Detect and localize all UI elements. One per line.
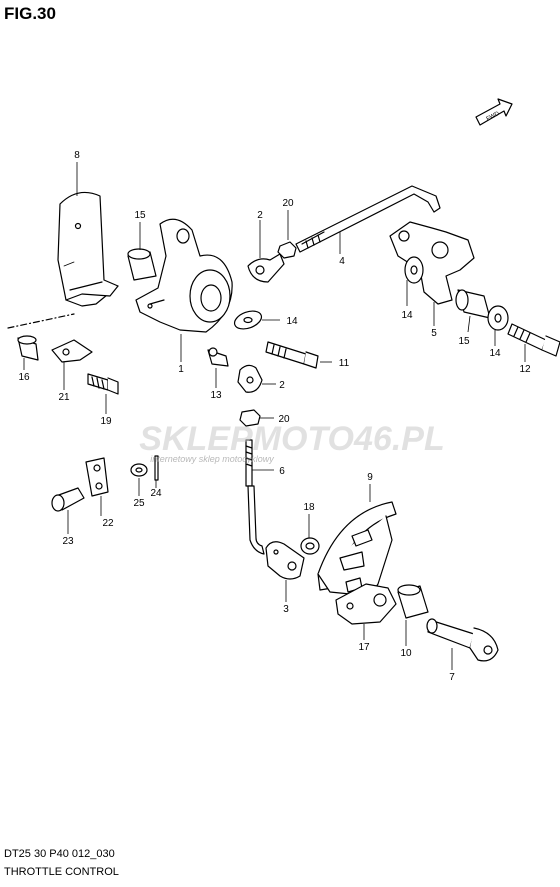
callout-19: 19 — [100, 416, 112, 427]
cable-end-part-2-mid — [237, 364, 263, 393]
callout-3: 3 — [283, 604, 289, 615]
callout-7: 7 — [449, 672, 455, 683]
nipple-part-13 — [207, 347, 229, 367]
bushing-part-15-right — [455, 289, 491, 319]
washer-part-25 — [130, 463, 148, 477]
nut-part-20-mid — [239, 409, 261, 427]
bushing-part-16 — [17, 335, 39, 361]
reference-line — [7, 313, 75, 329]
callout-1: 1 — [178, 364, 184, 375]
callout-15-left: 15 — [134, 210, 146, 221]
callout-labels: 1 2 2 3 4 5 6 7 8 9 10 11 12 13 14 14 14… — [18, 150, 531, 683]
callout-23: 23 — [62, 536, 74, 547]
cable-end-part-3 — [265, 541, 305, 580]
bolt-part-12 — [507, 323, 560, 357]
bolt-part-11 — [265, 341, 319, 369]
watermark-tagline: internetowy sklep motocyklowy — [150, 454, 274, 464]
washer-part-14-right-upper — [404, 256, 424, 284]
screw-part-19 — [87, 373, 119, 395]
washer-part-14-right-lower — [487, 305, 509, 331]
callout-17: 17 — [358, 642, 370, 653]
shaft-part-7 — [426, 618, 499, 662]
callout-20-mid: 20 — [278, 414, 290, 425]
lever-part-17 — [335, 583, 397, 625]
fwd-arrow-icon: FWD — [475, 98, 513, 126]
callout-10: 10 — [400, 648, 412, 659]
callout-4: 4 — [339, 256, 345, 267]
callout-2-mid: 2 — [279, 380, 285, 391]
callout-14-right-upper: 14 — [401, 310, 413, 321]
cable-end-part-2-top — [247, 253, 285, 283]
callout-8: 8 — [74, 150, 80, 161]
bushing-part-15-left — [127, 248, 157, 281]
leader-lines — [23, 162, 526, 670]
callout-13: 13 — [210, 390, 222, 401]
clip-part-21 — [51, 339, 93, 363]
figure-title: FIG.30 — [4, 4, 56, 23]
bracket-part-8 — [57, 191, 119, 307]
callout-22: 22 — [102, 518, 114, 529]
callout-20-top: 20 — [282, 198, 294, 209]
callout-18: 18 — [303, 502, 315, 513]
collar-part-18 — [300, 537, 320, 555]
callout-14-mid: 14 — [286, 316, 298, 327]
sector-plate-part-9 — [317, 501, 397, 597]
callout-21: 21 — [58, 392, 70, 403]
callout-25: 25 — [133, 498, 145, 509]
callout-6: 6 — [279, 466, 285, 477]
figure-code: DT25 30 P40 012_030 — [4, 848, 115, 860]
callout-12: 12 — [519, 364, 531, 375]
callout-16: 16 — [18, 372, 30, 383]
callout-2-top: 2 — [257, 210, 263, 221]
callout-24: 24 — [150, 488, 162, 499]
callout-5: 5 — [431, 328, 437, 339]
pin-part-24 — [154, 455, 159, 481]
plate-part-22 — [85, 457, 109, 497]
callout-9: 9 — [367, 472, 373, 483]
rod-part-4 — [295, 185, 441, 253]
figure-name: THROTTLE CONTROL — [4, 866, 119, 878]
bushing-part-10 — [397, 584, 429, 619]
washer-part-14-mid — [233, 310, 263, 330]
rod-part-6 — [245, 439, 265, 555]
callout-15-right: 15 — [458, 336, 470, 347]
callout-14-right-lower: 14 — [489, 348, 501, 359]
callout-11: 11 — [339, 358, 350, 369]
watermark-brand: SKLEPMOTO46.PL — [139, 420, 444, 458]
throttle-lever-part-1 — [135, 218, 233, 333]
pin-part-23 — [51, 487, 85, 512]
nut-part-20-top — [277, 241, 297, 259]
watermark: SKLEPMOTO46.PL internetowy sklep motocyk… — [139, 420, 444, 464]
